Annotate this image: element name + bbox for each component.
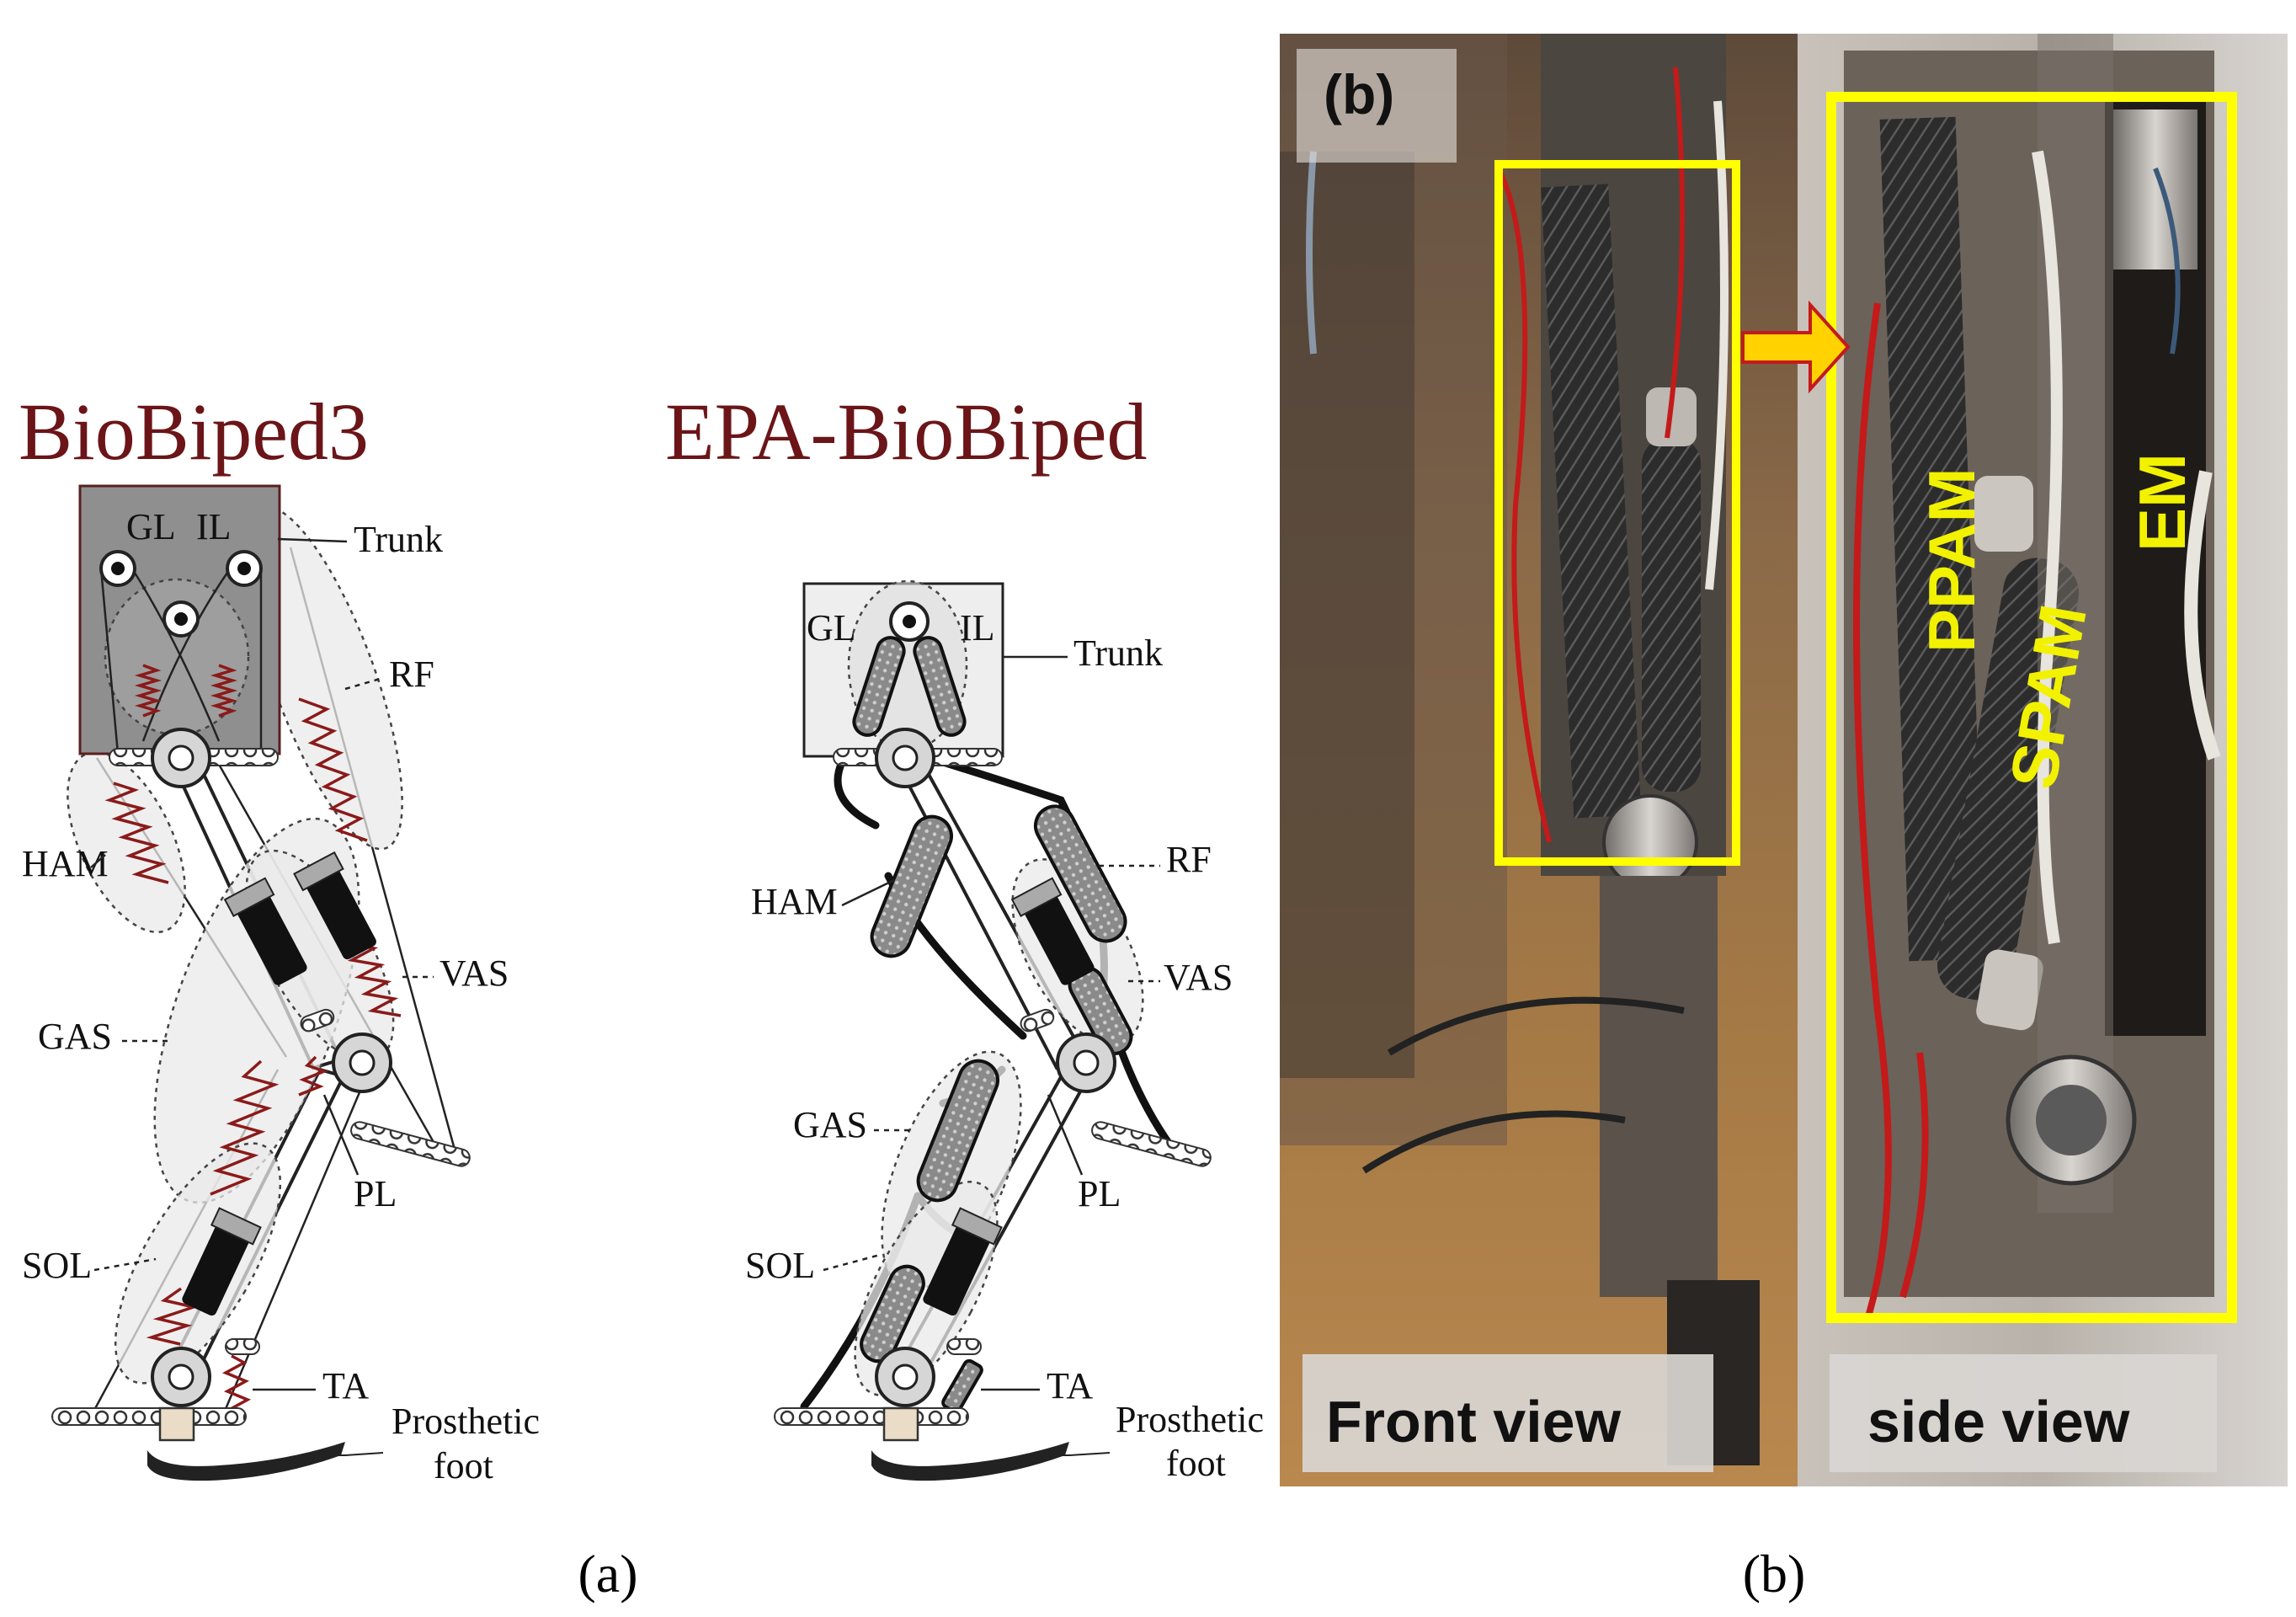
em-label: EM bbox=[2125, 453, 2199, 552]
label-sol: SOL bbox=[22, 1245, 92, 1286]
caption-b: (b) bbox=[1743, 1544, 1806, 1604]
biobiped3-title: BioBiped3 bbox=[19, 387, 369, 477]
label-gl: GL bbox=[807, 607, 856, 648]
label-pl: PL bbox=[354, 1173, 397, 1214]
hip-pulleys bbox=[99, 550, 263, 638]
robot-front bbox=[1306, 34, 1760, 1465]
actuators bbox=[182, 851, 376, 1316]
photo-panel: (b) Front view PPAM SPAM bbox=[1280, 34, 2288, 1486]
label-foot-2: foot bbox=[434, 1445, 493, 1486]
label-foot-2: foot bbox=[1166, 1443, 1226, 1484]
pneumatic-muscles bbox=[852, 636, 1133, 1414]
joints bbox=[151, 728, 392, 1407]
label-ta: TA bbox=[1047, 1365, 1093, 1406]
biobiped3-diagram: BioBiped3 bbox=[19, 387, 540, 1486]
label-il: IL bbox=[960, 607, 995, 648]
label-gl: GL bbox=[126, 506, 176, 547]
photo-corner-label: (b) bbox=[1324, 63, 1394, 125]
epa-biobiped-title: EPA-BioBiped bbox=[665, 387, 1148, 477]
label-sol: SOL bbox=[745, 1245, 815, 1286]
side-view-label: side view bbox=[1867, 1389, 2130, 1454]
label-gas: GAS bbox=[38, 1016, 112, 1057]
label-vas: VAS bbox=[439, 953, 509, 994]
ppam-label: PPAM bbox=[1915, 467, 1989, 653]
label-foot-1: Prosthetic bbox=[392, 1401, 540, 1442]
front-highlight-box bbox=[1494, 160, 1740, 866]
caption-a: (a) bbox=[578, 1544, 637, 1604]
label-pl: PL bbox=[1078, 1173, 1121, 1214]
epa-biobiped-diagram: EPA-BioBiped bbox=[665, 387, 1264, 1484]
muscle-groups bbox=[67, 505, 403, 1385]
label-trunk: Trunk bbox=[354, 519, 443, 560]
label-trunk: Trunk bbox=[1073, 632, 1163, 674]
label-il: IL bbox=[196, 506, 232, 547]
leader-lines bbox=[90, 537, 434, 1456]
prosthetic-foot bbox=[147, 1406, 345, 1481]
label-rf: RF bbox=[1166, 839, 1212, 880]
springs bbox=[104, 664, 402, 1412]
label-gas: GAS bbox=[793, 1104, 867, 1145]
label-ta: TA bbox=[322, 1365, 369, 1406]
label-ham: HAM bbox=[751, 881, 838, 922]
front-view-label: Front view bbox=[1326, 1389, 1622, 1454]
arrow-icon bbox=[1741, 300, 1851, 394]
label-foot-1: Prosthetic bbox=[1116, 1399, 1264, 1440]
label-rf: RF bbox=[389, 654, 434, 695]
robot-side bbox=[1844, 34, 2221, 1315]
label-vas: VAS bbox=[1164, 957, 1233, 998]
side-highlight-box bbox=[1826, 92, 2237, 1323]
